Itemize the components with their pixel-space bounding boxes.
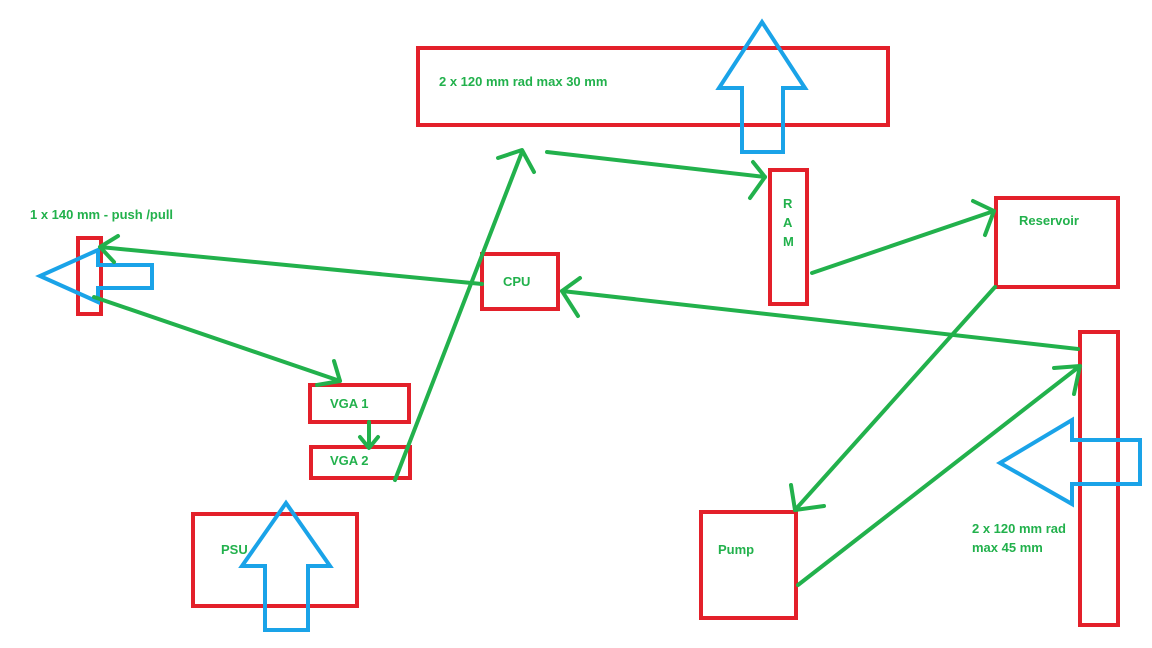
top-exhaust-airflow-arrow	[715, 18, 809, 154]
front-radiator-box	[1078, 330, 1120, 627]
reservoir-to-pump-flow	[789, 285, 997, 512]
vga2-to-top-radiator-flow	[393, 148, 536, 482]
top-radiator-label: 2 x 120 mm rad max 30 mm	[439, 74, 608, 89]
pump-box	[699, 510, 798, 620]
psu-box	[191, 512, 359, 608]
cpu-label: CPU	[503, 274, 531, 289]
rear-radiator-label: 1 x 140 mm - push /pull	[30, 207, 174, 222]
front-radiator-to-cpu-flow	[560, 276, 1080, 351]
ram-box	[768, 168, 809, 306]
vga1-to-vga2-flow	[358, 420, 380, 450]
front-radiator-label-line1: 2 x 120 mm rad	[972, 521, 1066, 536]
ram-label-a: A	[783, 215, 793, 230]
reservoir-label: Reservoir	[1019, 213, 1079, 228]
rear-exhaust-airflow-arrow	[35, 246, 154, 306]
vga2-label: VGA 2	[330, 453, 369, 468]
rear-radiator-box	[76, 236, 103, 316]
rear-radiator-to-vga1-flow	[92, 295, 342, 387]
psu-label: PSU	[221, 542, 248, 557]
ram-to-reservoir-flow	[810, 199, 996, 275]
reservoir-box	[994, 196, 1120, 289]
vga1-label: VGA 1	[330, 396, 369, 411]
top-radiator-box	[416, 46, 890, 127]
vga2-box	[309, 445, 412, 480]
top-radiator-to-ram-flow	[545, 150, 767, 200]
ram-label-m: M	[783, 234, 794, 249]
ram-label-r: R	[783, 196, 793, 211]
vga1-box	[308, 383, 411, 424]
pump-label: Pump	[718, 542, 755, 557]
cpu-to-rear-radiator-flow	[98, 234, 484, 286]
front-intake-airflow-arrow	[996, 416, 1142, 508]
front-radiator-label-line2: max 45 mm	[972, 540, 1043, 555]
cpu-box	[480, 252, 560, 311]
pump-to-front-radiator-flow	[796, 364, 1082, 587]
psu-intake-airflow-arrow	[238, 499, 334, 632]
